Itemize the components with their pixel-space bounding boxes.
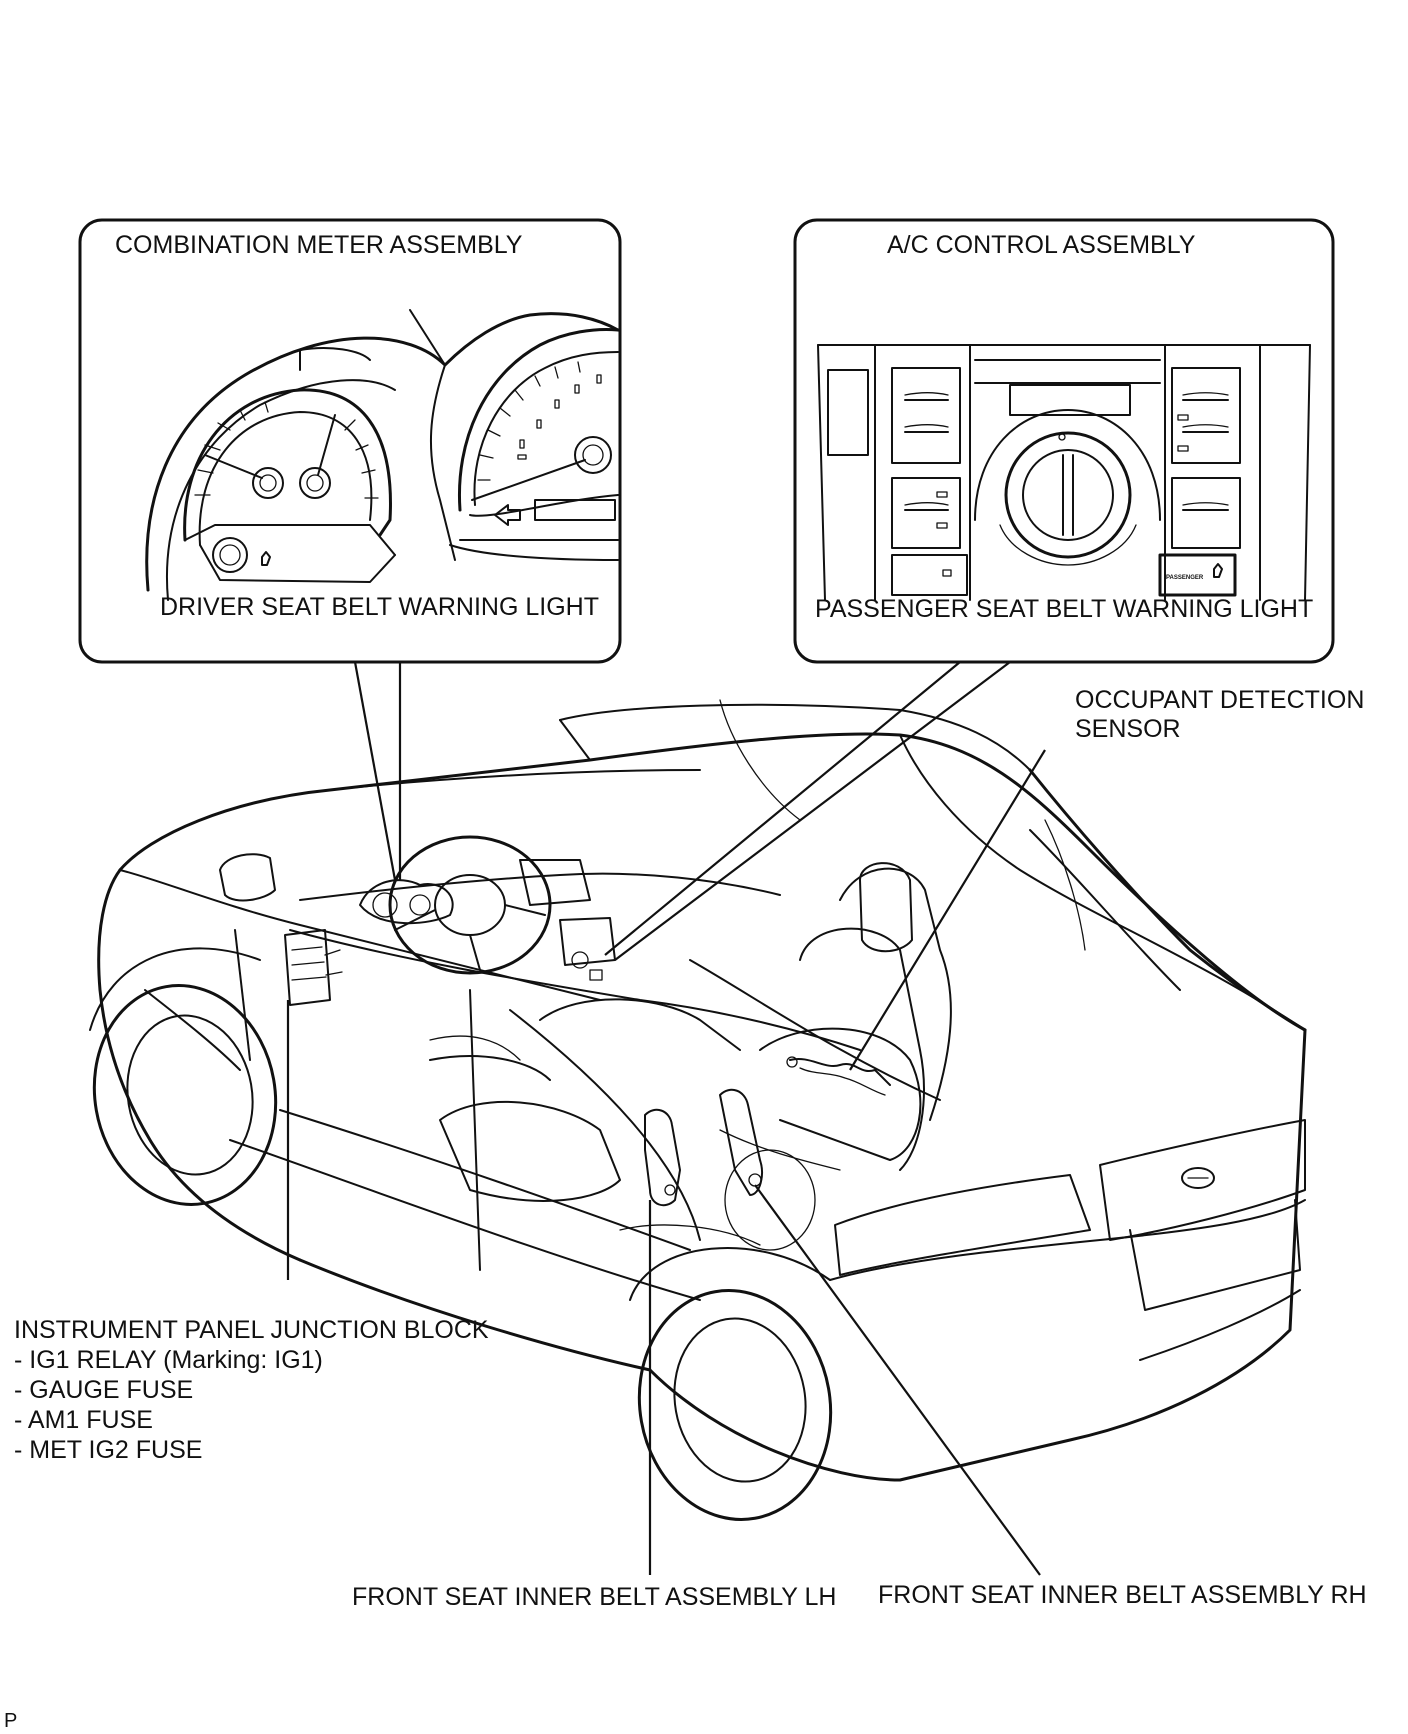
component-labels: OCCUPANT DETECTION SENSOR INSTRUMENT PAN… [4,686,1367,1732]
combination-meter-drawing [145,309,620,601]
combination-meter-callout: COMBINATION METER ASSEMBLY [78,218,622,664]
front-seat-inner-belt-lh-label: FRONT SEAT INNER BELT ASSEMBLY LH [352,1583,836,1611]
driver-seat-belt-warning-light-label: DRIVER SEAT BELT WARNING LIGHT [160,593,599,621]
passenger-indicator-text: PASSENGER [1166,575,1204,581]
junction-block-title: INSTRUMENT PANEL JUNCTION BLOCK [14,1316,489,1344]
passenger-seat-belt-warning-light-label: PASSENGER SEAT BELT WARNING LIGHT [815,595,1313,623]
junction-block-item: - MET IG2 FUSE [14,1436,202,1464]
junction-block-item: - GAUGE FUSE [14,1376,193,1404]
ac-control-callout: A/C CONTROL ASSEMBLY [793,218,1335,664]
junction-block-item: - IG1 RELAY (Marking: IG1) [14,1346,323,1374]
occupant-sensor-label-line1: OCCUPANT DETECTION [1075,686,1364,714]
ac-control-title: A/C CONTROL ASSEMBLY [887,231,1196,259]
occupant-sensor-label-line2: SENSOR [1075,715,1181,743]
vehicle-illustration [89,699,1307,1521]
junction-block-item: - AM1 FUSE [14,1406,153,1434]
corner-code: P [4,1710,17,1732]
front-seat-inner-belt-rh-label: FRONT SEAT INNER BELT ASSEMBLY RH [878,1581,1367,1609]
ac-control-drawing: PASSENGER [817,344,1311,601]
combination-meter-title: COMBINATION METER ASSEMBLY [115,231,523,259]
leader-lines [262,564,1146,1576]
